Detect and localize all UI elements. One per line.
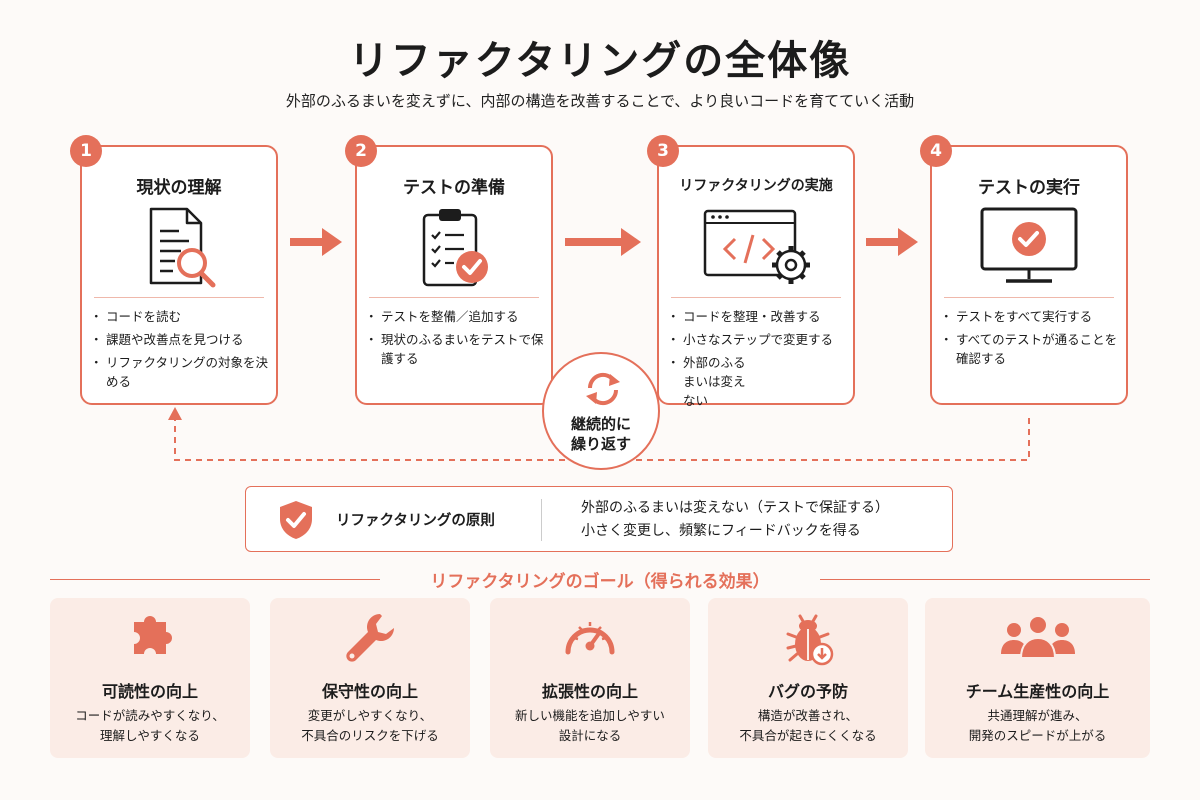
- principle-box: リファクタリングの原則 外部のふるまいは変えない（テストで保証する） 小さく変更…: [245, 486, 953, 552]
- goal-description: 新しい機能を追加しやすい 設計になる: [490, 706, 690, 746]
- monitor-check-icon: [932, 203, 1126, 293]
- goal-heading-rule: [820, 579, 1150, 580]
- step-divider: [671, 297, 841, 298]
- cycle-badge: 継続的に 繰り返す: [542, 352, 660, 470]
- goal-desc-line: コードが読みやすくなり、: [75, 708, 225, 723]
- step-bullet: 小さなステップで変更する: [667, 330, 847, 349]
- step-bullets: コードを整理・改善する 小さなステップで変更する 外部のふるまいは変えない: [667, 307, 847, 414]
- goals-heading: リファクタリングのゴール（得られる効果）: [430, 572, 770, 592]
- page-subtitle: 外部のふるまいを変えずに、内部の構造を改善することで、より良いコードを育てていく…: [285, 92, 915, 110]
- step-bullet: コードを読む: [90, 307, 270, 326]
- goal-title: バグの予防: [767, 682, 848, 701]
- step-title: 現状の理解: [136, 178, 222, 198]
- goal-desc-line: 開発のスピードが上がる: [968, 728, 1107, 743]
- goal-desc-line: 不具合が起きにくくなる: [739, 728, 877, 743]
- goal-desc-line: 構造が改善され、: [757, 708, 859, 723]
- goal-description: 変更がしやすくなり、 不具合のリスクを下げる: [270, 706, 470, 746]
- goal-desc-line: 新しい機能を追加しやすい: [515, 708, 665, 723]
- step-bullet: 外部のふるまいは変えない: [667, 353, 847, 410]
- code-gear-icon: [659, 203, 853, 293]
- goal-description: 構造が改善され、 不具合が起きにくくなる: [708, 706, 908, 746]
- step-card-3: 3 リファクタリングの実施: [647, 135, 855, 408]
- step-bullets: テストを整備／追加する 現状のふるまいをテストで保護する: [365, 307, 545, 372]
- step-card-4: 4 テストの実行 テストをすべて実行する すべてのテストが通ることを確認する: [920, 135, 1128, 405]
- goal-card-team-productivity: チーム生産性の向上 共通理解が進み、 開発のスピードが上がる: [925, 598, 1150, 758]
- principle-title: リファクタリングの原則: [336, 513, 495, 529]
- step-bullet: 現状のふるまいをテストで保護する: [365, 330, 545, 368]
- step-bullet: コードを整理・改善する: [667, 307, 847, 326]
- step-title: テストの準備: [403, 178, 505, 198]
- arrow-right-icon: [565, 228, 641, 256]
- step-divider: [94, 297, 264, 298]
- goal-desc-line: 共通理解が進み、: [987, 708, 1088, 723]
- step-number: 4: [920, 135, 952, 167]
- bug-icon: [708, 608, 908, 668]
- page-title: リファクタリングの全体像: [348, 38, 852, 84]
- goal-title: チーム生産性の向上: [965, 682, 1110, 701]
- goal-card-bug-prevention: バグの予防 構造が改善され、 不具合が起きにくくなる: [708, 598, 908, 758]
- step-divider: [944, 297, 1114, 298]
- feedback-loop-line: [168, 407, 1030, 461]
- wrench-icon: [270, 608, 470, 668]
- cycle-line: 繰り返す: [570, 435, 631, 453]
- goal-card-readability: 可読性の向上 コードが読みやすくなり、 理解しやすくなる: [50, 598, 250, 758]
- step-number: 2: [345, 135, 377, 167]
- step-bullet: リファクタリングの対象を決める: [90, 353, 270, 391]
- gauge-icon: [490, 608, 690, 668]
- step-title: テストの実行: [978, 178, 1080, 198]
- goal-card-maintainability: 保守性の向上 変更がしやすくなり、 不具合のリスクを下げる: [270, 598, 470, 758]
- puzzle-icon: [50, 608, 250, 668]
- goal-desc-line: 設計になる: [558, 728, 622, 743]
- step-bullet: すべてのテストが通ることを確認する: [940, 330, 1120, 368]
- step-bullet: 課題や改善点を見つける: [90, 330, 270, 349]
- principle-lines: 外部のふるまいは変えない（テストで保証する） 小さく変更し、頻繁にフィードバック…: [581, 497, 889, 543]
- goal-description: コードが読みやすくなり、 理解しやすくなる: [50, 706, 250, 746]
- cycle-line: 継続的に: [570, 415, 631, 433]
- step-number: 1: [70, 135, 102, 167]
- clipboard-check-icon: [357, 203, 551, 293]
- goal-title: 保守性の向上: [321, 682, 418, 701]
- goal-description: 共通理解が進み、 開発のスピードが上がる: [925, 706, 1150, 746]
- cycle-text: 継続的に 繰り返す: [544, 414, 658, 454]
- step-number: 3: [647, 135, 679, 167]
- goal-card-extensibility: 拡張性の向上 新しい機能を追加しやすい 設計になる: [490, 598, 690, 758]
- shield-check-icon: [280, 501, 312, 539]
- step-bullet: テストをすべて実行する: [940, 307, 1120, 326]
- goal-desc-line: 不具合のリスクを下げる: [301, 728, 439, 743]
- step-card-2: 2 テストの準備 テストを整備／追加する 現状のふるまいをテストで保護する: [345, 135, 553, 405]
- step-bullets: テストをすべて実行する すべてのテストが通ることを確認する: [940, 307, 1120, 372]
- goal-desc-line: 理解しやすくなる: [100, 728, 200, 743]
- document-search-icon: [82, 203, 276, 293]
- step-card-1: 1 現状の理解 コードを読む 課題や改善点を見つける リファクタリングの対象を決…: [70, 135, 278, 405]
- step-title: リファクタリングの実施: [679, 178, 833, 194]
- arrow-right-icon: [866, 228, 918, 256]
- goal-title: 可読性の向上: [101, 682, 198, 701]
- step-bullets: コードを読む 課題や改善点を見つける リファクタリングの対象を決める: [90, 307, 270, 395]
- principle-line: 外部のふるまいは変えない（テストで保証する）: [581, 500, 889, 516]
- arrow-right-icon: [290, 228, 342, 256]
- refresh-icon: [586, 372, 620, 406]
- step-divider: [369, 297, 539, 298]
- principle-divider: [541, 499, 542, 541]
- principle-line: 小さく変更し、頻繁にフィードバックを得る: [581, 523, 861, 539]
- step-bullet: テストを整備／追加する: [365, 307, 545, 326]
- team-icon: [925, 608, 1150, 668]
- goal-title: 拡張性の向上: [541, 682, 638, 701]
- goal-heading-rule: [50, 579, 380, 580]
- goal-desc-line: 変更がしやすくなり、: [307, 708, 433, 723]
